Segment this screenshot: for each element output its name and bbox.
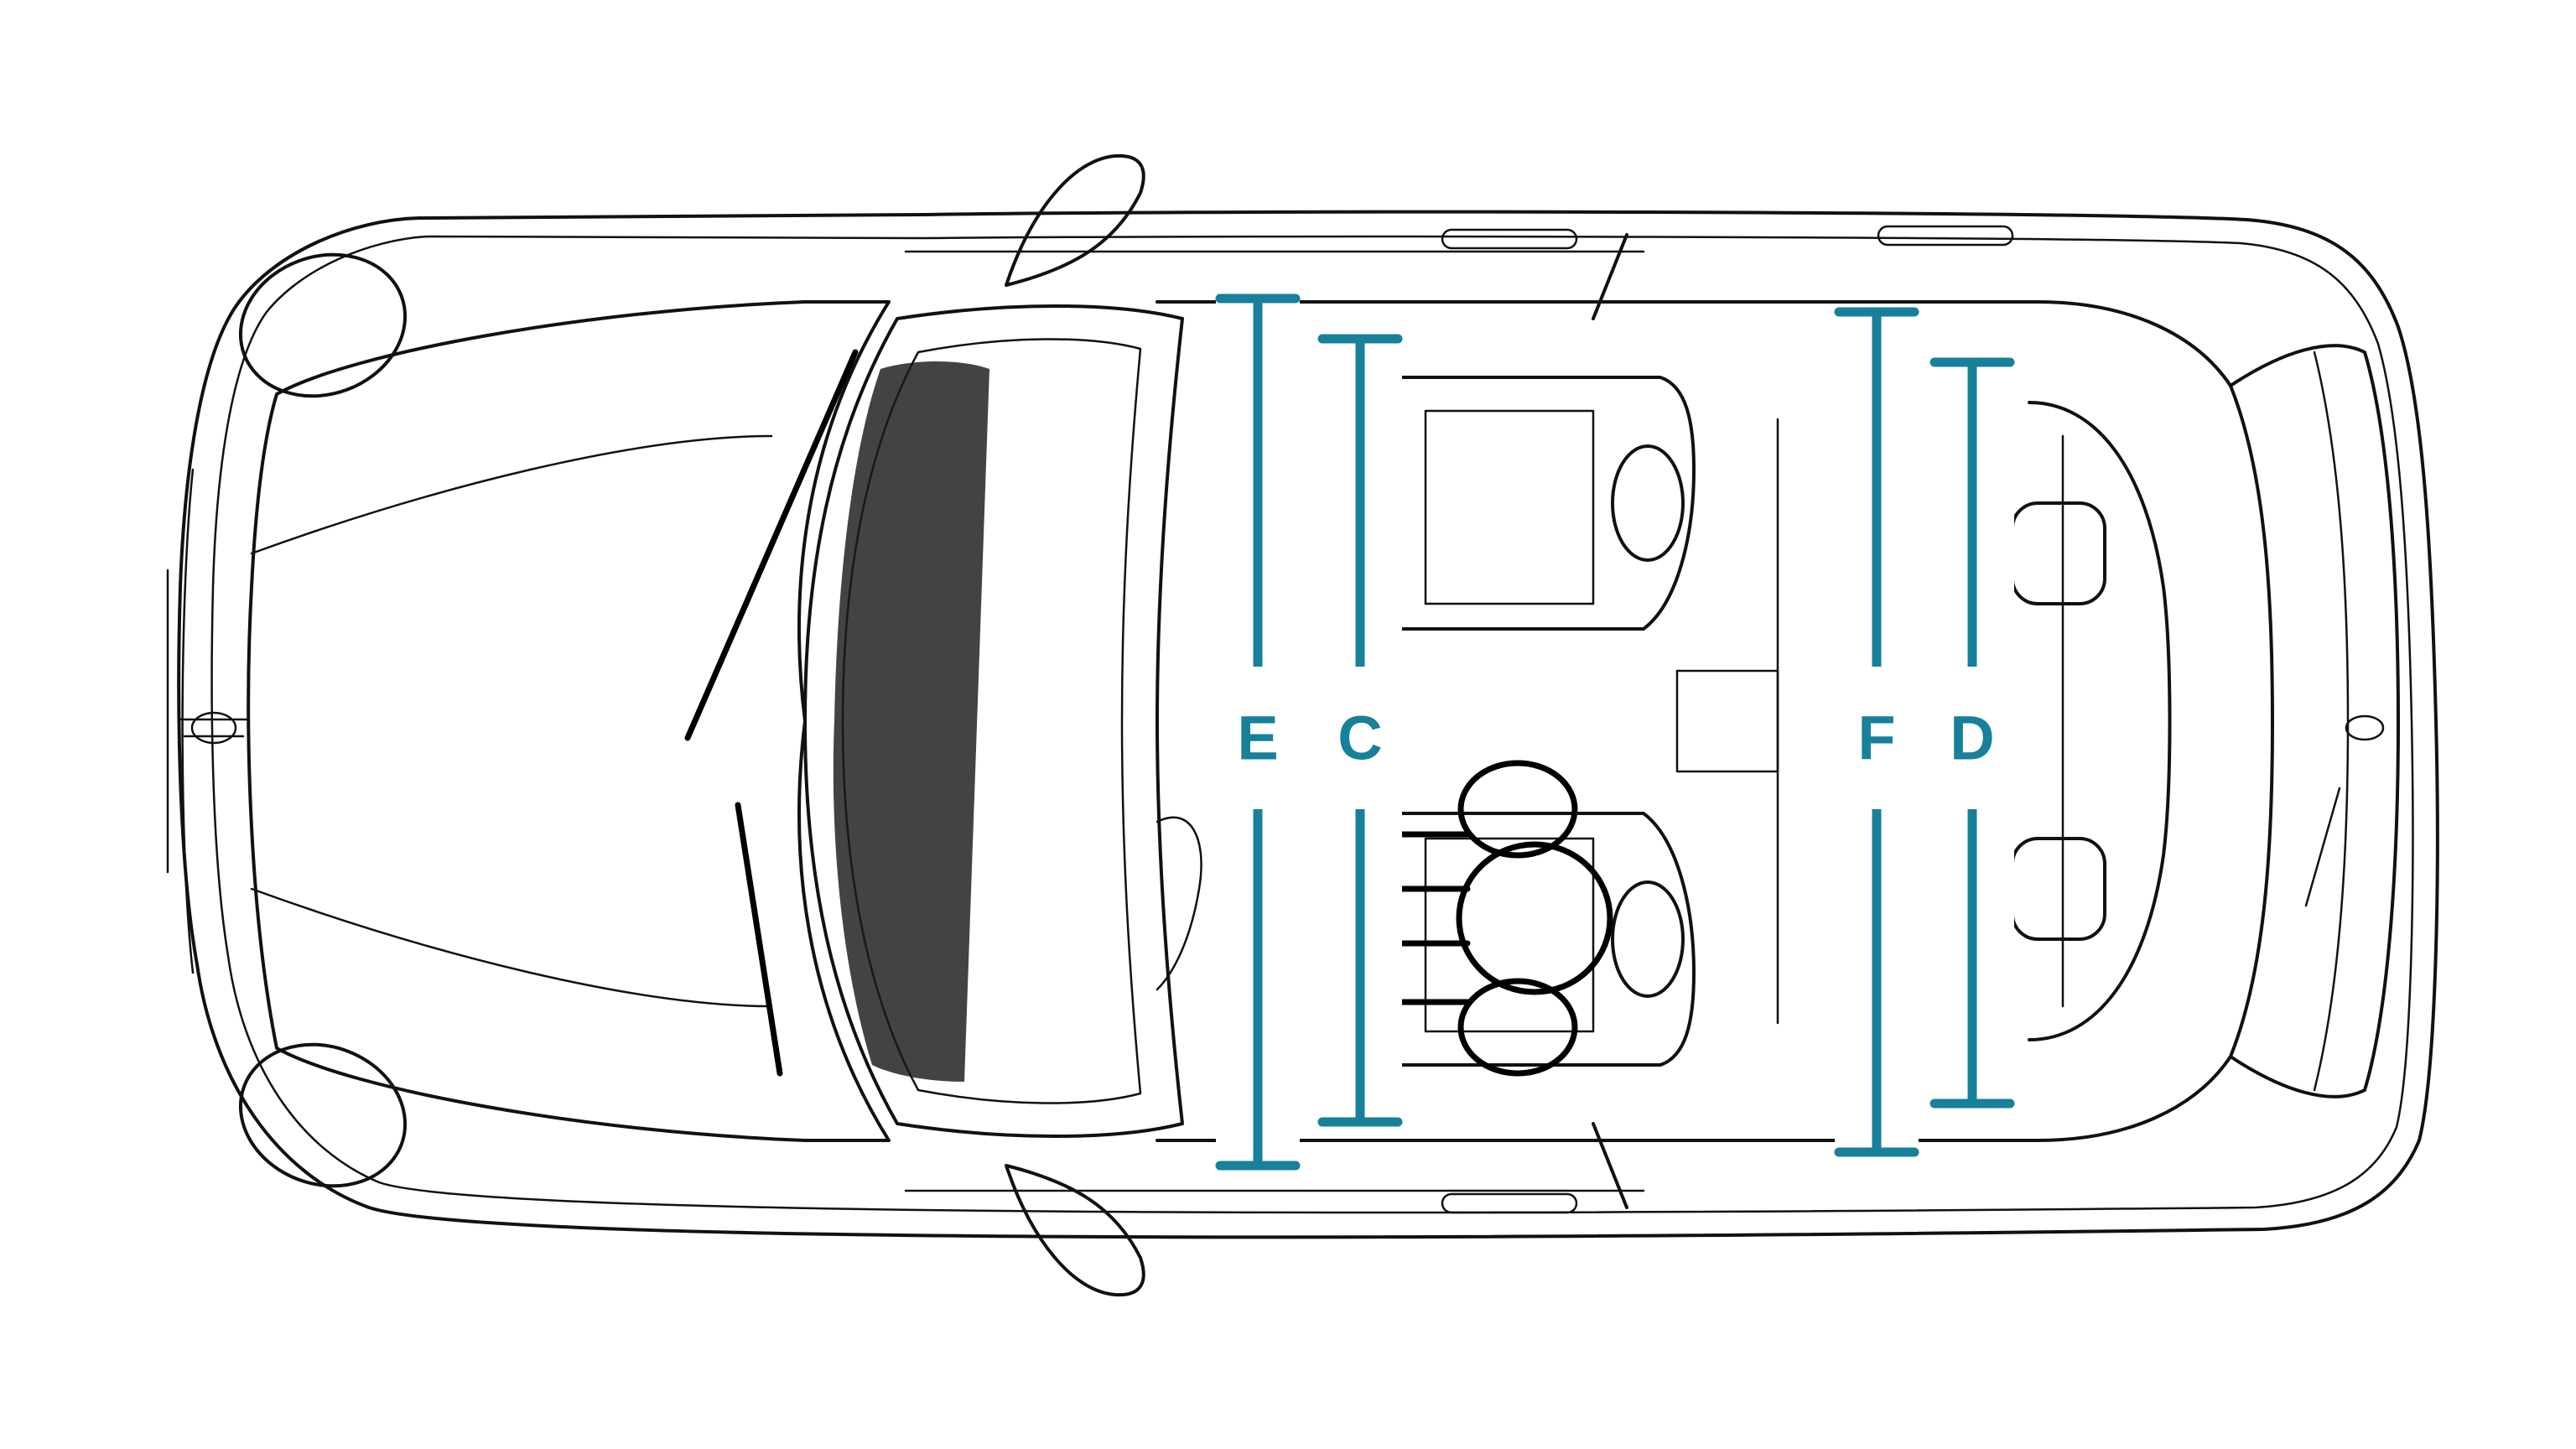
- driver-seat-icon: [1390, 376, 1696, 631]
- measurement-f: F: [1834, 304, 1919, 1161]
- child-seat-icon: [1397, 760, 1613, 1077]
- steering-wheel-icon: [1156, 816, 1202, 991]
- measurement-e: E: [1215, 290, 1301, 1174]
- measurement-d: D: [1929, 354, 2015, 1112]
- rear-seat-icon: [2011, 401, 2172, 1041]
- dimension-label-d: D: [1950, 704, 1994, 773]
- dimension-label-c: C: [1337, 704, 1382, 773]
- measurement-c: C: [1317, 330, 1403, 1130]
- dimension-label-e: E: [1237, 704, 1278, 773]
- passenger-seat-icon: [1390, 812, 1696, 1067]
- dimension-label-f: F: [1857, 704, 1895, 773]
- car-outline-icon: [166, 153, 2439, 1297]
- logo-badge-icon: [179, 711, 249, 745]
